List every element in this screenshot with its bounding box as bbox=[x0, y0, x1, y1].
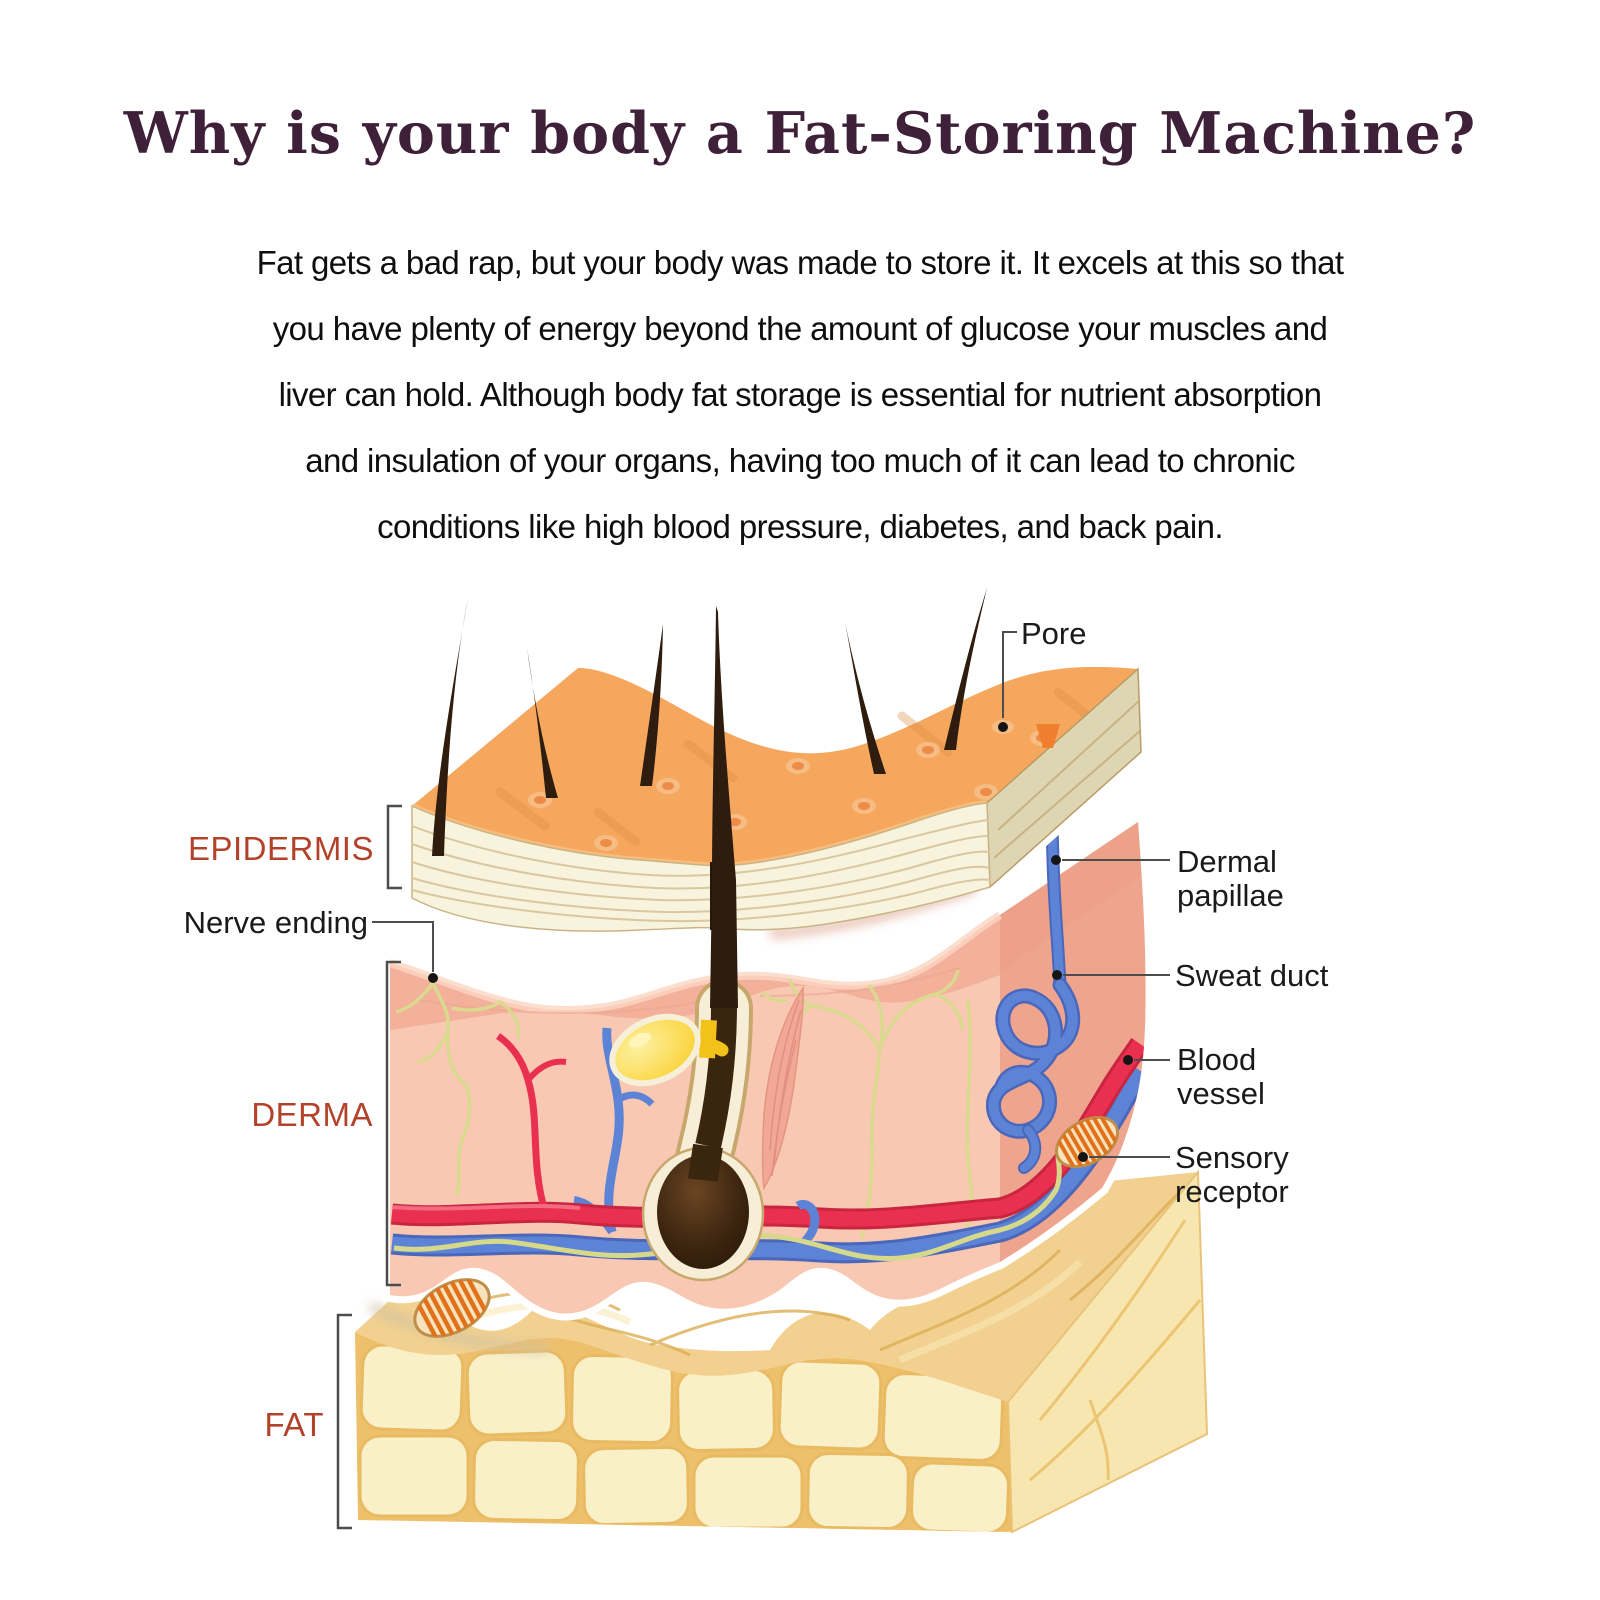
arrector-pili-muscle bbox=[761, 985, 804, 1191]
intro-line: and insulation of your organs, having to… bbox=[305, 442, 1295, 479]
cut-face-lines bbox=[993, 699, 1142, 859]
derma-layer bbox=[383, 735, 1153, 1342]
intro-paragraph: Fat gets a bad rap, but your body was ma… bbox=[0, 230, 1600, 560]
pore-leader bbox=[1002, 631, 1017, 718]
label-dermal-papillae-line1: Dermal bbox=[1177, 844, 1277, 879]
intro-line: conditions like high blood pressure, dia… bbox=[377, 508, 1223, 545]
fat-bracket bbox=[336, 1313, 352, 1530]
derma-papillary-band bbox=[390, 915, 1000, 1030]
hair bbox=[710, 606, 738, 1008]
skin-diagram: EPIDERMIS Nerve ending DERMA FAT Pore De… bbox=[184, 588, 1329, 1534]
fat-side-cells bbox=[1029, 1219, 1202, 1482]
label-fat: FAT bbox=[264, 1406, 324, 1443]
artery-red bbox=[390, 1033, 1146, 1230]
label-blood-vessel-line2: vessel bbox=[1177, 1076, 1265, 1111]
label-nerve-ending: Nerve ending bbox=[184, 905, 368, 940]
label-sweat-duct: Sweat duct bbox=[1175, 958, 1329, 993]
hair bbox=[640, 624, 663, 786]
hair bbox=[432, 598, 468, 856]
horizontal-nerve bbox=[393, 1154, 1062, 1261]
sensory-receptor bbox=[413, 1274, 491, 1342]
nerve-ending-leader bbox=[372, 921, 434, 972]
label-pore: Pore bbox=[1021, 616, 1086, 651]
derma-bracket bbox=[385, 960, 401, 1287]
sebaceous-gland bbox=[609, 1013, 729, 1087]
diagram-labels: EPIDERMIS Nerve ending DERMA FAT Pore De… bbox=[184, 616, 1329, 1443]
page-title: Why is your body a Fat-Storing Machine? bbox=[123, 100, 1477, 168]
leader-dots bbox=[428, 722, 1133, 1162]
sensory-receptor bbox=[1054, 1112, 1120, 1173]
label-dermal-papillae-line2: papillae bbox=[1177, 878, 1284, 913]
label-sensory-receptor-line2: receptor bbox=[1175, 1174, 1289, 1209]
intro-line: Fat gets a bad rap, but your body was ma… bbox=[256, 244, 1344, 281]
hair-bulb bbox=[657, 1155, 749, 1269]
hairs bbox=[432, 588, 987, 1008]
band-wrinkles bbox=[419, 967, 961, 1014]
label-derma: DERMA bbox=[251, 1096, 373, 1133]
label-epidermis: EPIDERMIS bbox=[188, 830, 374, 867]
sebaceous-gland-body bbox=[609, 1013, 701, 1087]
epidermis-bracket bbox=[386, 804, 402, 890]
intro-line: you have plenty of energy beyond the amo… bbox=[272, 310, 1328, 347]
derma-shadow bbox=[367, 1300, 551, 1354]
fat-top-face bbox=[355, 1172, 1198, 1402]
label-blood-vessel-line1: Blood bbox=[1177, 1042, 1256, 1077]
leader-lines bbox=[372, 631, 1170, 1158]
layer-brackets bbox=[336, 804, 402, 1530]
hair bbox=[944, 588, 987, 750]
epidermis-front-face bbox=[411, 802, 991, 932]
fat-layer bbox=[355, 1169, 1209, 1534]
intro-line: liver can hold. Although body fat storag… bbox=[278, 376, 1322, 413]
sweat-pore-cone bbox=[1036, 724, 1060, 748]
label-sensory-receptor-line1: Sensory bbox=[1175, 1140, 1289, 1175]
